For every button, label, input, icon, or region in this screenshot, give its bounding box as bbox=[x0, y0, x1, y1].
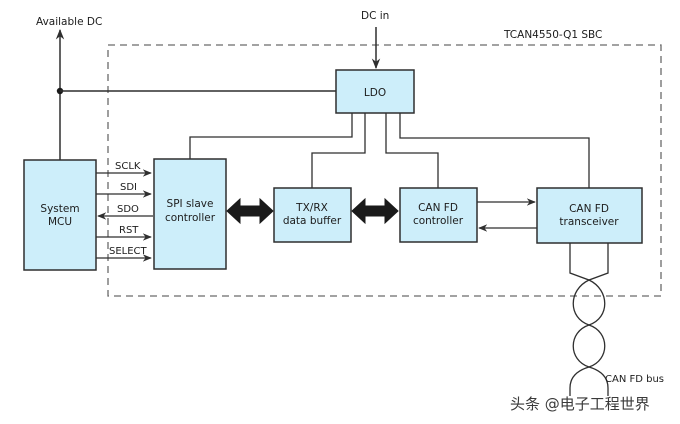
spi-label-line1: SPI slave bbox=[167, 198, 214, 210]
sbc-boundary-label: TCAN4550-Q1 SBC bbox=[503, 29, 602, 41]
twist-end-right bbox=[588, 366, 609, 389]
ldo-to-can-controller-line bbox=[385, 113, 439, 188]
buffer-label-line2: data buffer bbox=[283, 215, 342, 227]
can-fd-bus-label: CAN FD bus bbox=[605, 374, 664, 385]
dc-in-label: DC in bbox=[361, 10, 389, 22]
twisted-pair-top bbox=[569, 243, 609, 281]
can-bus-twisted-pair bbox=[569, 243, 609, 396]
sbc-boundary bbox=[107, 44, 662, 297]
ldo-to-spi-line bbox=[189, 113, 353, 159]
ldo-label: LDO bbox=[364, 87, 386, 99]
ldo-to-buffer-line bbox=[311, 113, 366, 188]
sdi-label: SDI bbox=[120, 182, 137, 193]
rst-label: RST bbox=[119, 225, 139, 236]
spi-signal-group: SCLK SDI SDO RST SELECT bbox=[96, 161, 153, 262]
can-fd-transceiver-block bbox=[536, 187, 643, 244]
ldo-block bbox=[335, 69, 415, 114]
system-mcu-label-line1: System bbox=[40, 203, 79, 215]
system-mcu-block bbox=[23, 159, 97, 271]
sclk-label: SCLK bbox=[115, 161, 141, 172]
ldo-to-transceiver-line bbox=[399, 113, 590, 188]
buffer-can-bidirectional-arrow bbox=[351, 197, 399, 225]
can-fd-controller-block bbox=[399, 187, 478, 243]
spi-buffer-bidirectional-arrow bbox=[226, 197, 274, 225]
twist-end-left bbox=[569, 366, 590, 389]
system-mcu-label-line2: MCU bbox=[48, 216, 72, 228]
transceiver-label-line2: transceiver bbox=[559, 216, 619, 228]
tx-rx-data-buffer-block bbox=[273, 187, 352, 243]
spi-slave-controller-block bbox=[153, 158, 227, 270]
sdo-label: SDO bbox=[117, 204, 139, 215]
twist-loop-2 bbox=[572, 324, 606, 368]
can-controller-label-line2: controller bbox=[413, 215, 464, 227]
watermark: 头条 @电子工程世界 bbox=[510, 395, 650, 413]
can-controller-label-line1: CAN FD bbox=[418, 202, 458, 214]
transceiver-label-line1: CAN FD bbox=[569, 203, 609, 215]
twist-loop-1 bbox=[572, 279, 606, 326]
available-dc-label: Available DC bbox=[36, 16, 102, 28]
select-label: SELECT bbox=[109, 246, 148, 257]
buffer-label-line1: TX/RX bbox=[295, 202, 328, 214]
spi-label-line2: controller bbox=[165, 212, 216, 224]
